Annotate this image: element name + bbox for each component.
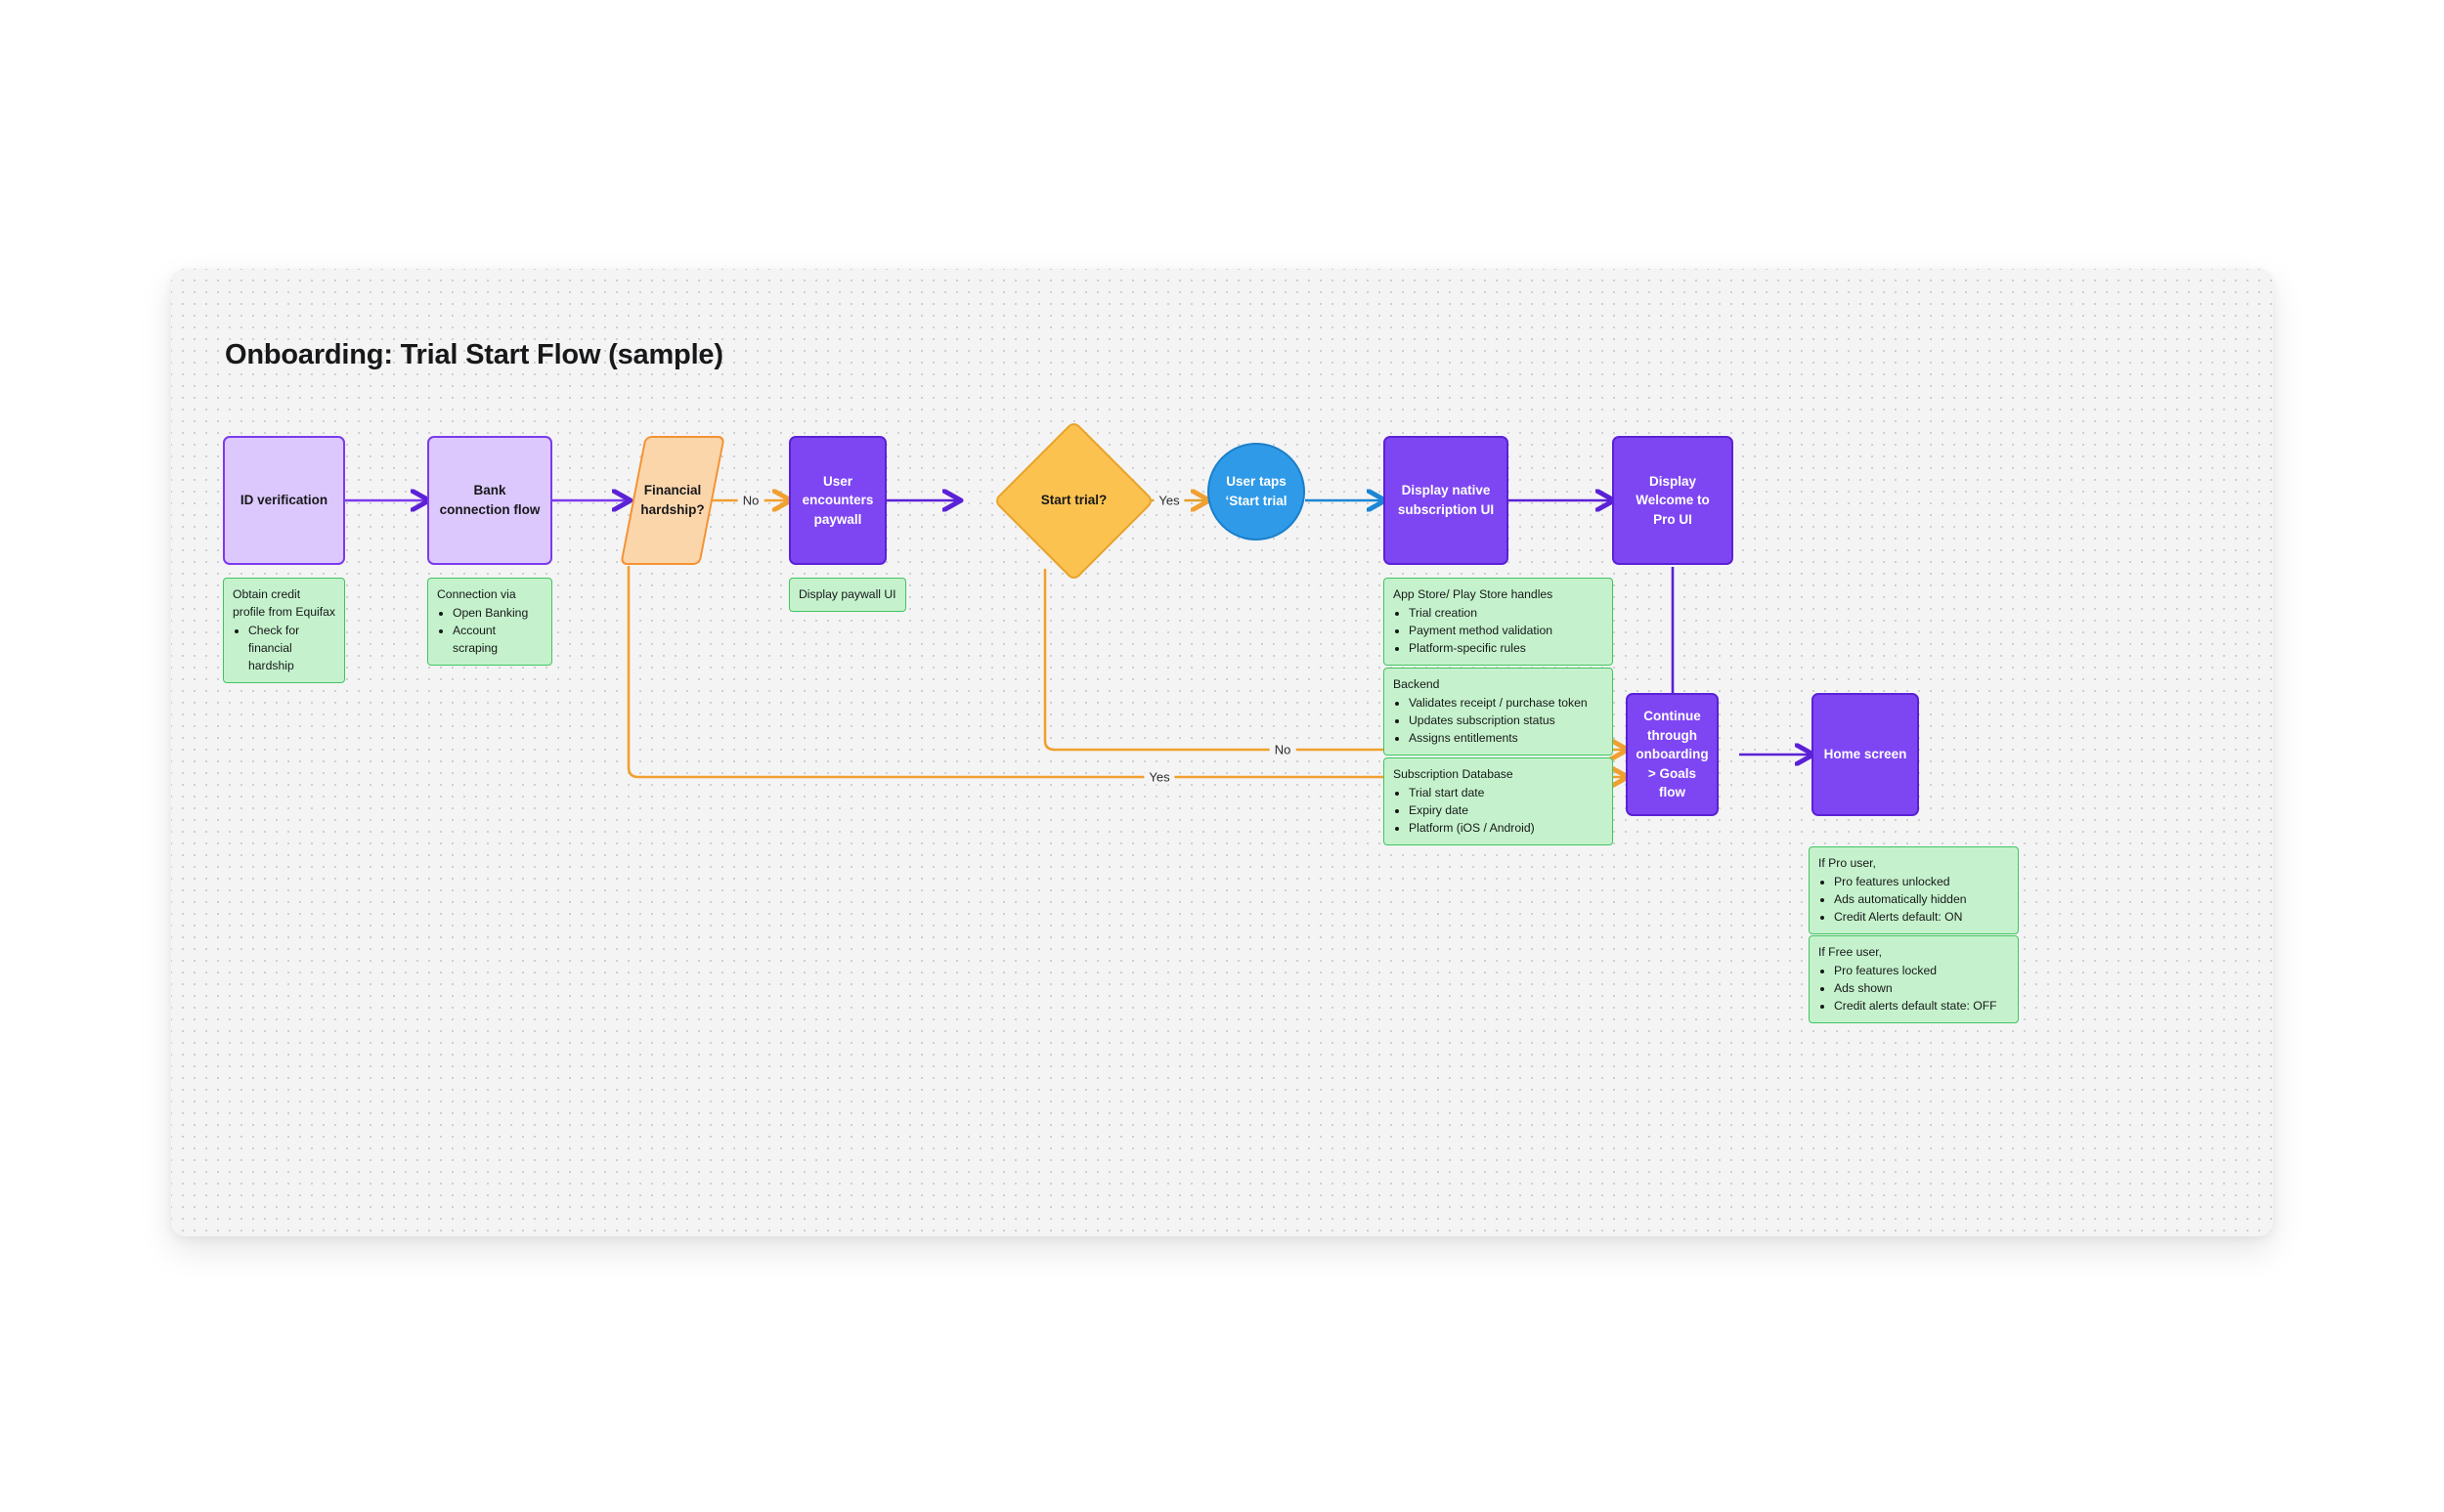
note-connection-list: Open Banking Account scraping bbox=[437, 604, 543, 657]
list-item: Payment method validation bbox=[1409, 622, 1603, 639]
node-id-verification[interactable]: ID verification bbox=[223, 436, 345, 565]
list-item: Account scraping bbox=[453, 622, 543, 657]
note-equifax-list: Check for financial hardship bbox=[233, 622, 335, 674]
note-free-user-head: If Free user, bbox=[1818, 945, 1883, 959]
list-item: Validates receipt / purchase token bbox=[1409, 694, 1603, 712]
list-item: Ads shown bbox=[1834, 979, 2009, 997]
note-backend-list: Validates receipt / purchase token Updat… bbox=[1393, 694, 1603, 747]
node-display-welcome-to-pro-ui[interactable]: Display Welcome to Pro UI bbox=[1612, 436, 1733, 565]
note-free-user: If Free user, Pro features locked Ads sh… bbox=[1809, 935, 2019, 1024]
list-item: Platform (iOS / Android) bbox=[1409, 819, 1603, 837]
list-item: Ads automatically hidden bbox=[1834, 890, 2009, 908]
note-app-store: App Store/ Play Store handles Trial crea… bbox=[1383, 578, 1613, 667]
note-equifax-head: Obtain credit profile from Equifax bbox=[233, 587, 335, 620]
list-item: Pro features unlocked bbox=[1834, 873, 2009, 890]
note-connection: Connection via Open Banking Account scra… bbox=[427, 578, 552, 667]
note-subscription-database: Subscription Database Trial start date E… bbox=[1383, 757, 1613, 846]
node-home-screen[interactable]: Home screen bbox=[1811, 693, 1919, 816]
note-connection-head: Connection via bbox=[437, 587, 516, 601]
node-display-native-subscription-ui[interactable]: Display native subscription UI bbox=[1383, 436, 1508, 565]
note-app-store-head: App Store/ Play Store handles bbox=[1393, 587, 1553, 601]
edge-label-hardship-yes: Yes bbox=[1144, 769, 1175, 785]
edge-layer bbox=[345, 269, 2273, 1236]
edge-label-starttrial-no: No bbox=[1269, 742, 1296, 757]
list-item: Assigns entitlements bbox=[1409, 729, 1603, 747]
list-item: Credit Alerts default: ON bbox=[1834, 908, 2009, 926]
list-item: Open Banking bbox=[453, 604, 543, 622]
node-user-taps-start-trial[interactable]: User taps ‘Start trial bbox=[1207, 443, 1305, 540]
edge-starttrial-no-to-continue bbox=[1043, 568, 1626, 750]
node-financial-hardship[interactable]: Financial hardship? bbox=[620, 436, 725, 565]
note-subscription-database-head: Subscription Database bbox=[1393, 767, 1513, 781]
node-continue-through-onboarding[interactable]: Continue through onboarding > Goals flow bbox=[1626, 693, 1719, 816]
list-item: Credit alerts default state: OFF bbox=[1834, 997, 2009, 1015]
note-pro-user: If Pro user, Pro features unlocked Ads a… bbox=[1809, 846, 2019, 935]
note-pro-user-list: Pro features unlocked Ads automatically … bbox=[1818, 873, 2009, 926]
note-display-paywall-ui-head: Display paywall UI bbox=[799, 587, 896, 601]
list-item: Trial creation bbox=[1409, 604, 1603, 622]
note-display-paywall-ui: Display paywall UI bbox=[789, 578, 906, 613]
edge-hardship-yes-to-continue bbox=[627, 565, 1626, 777]
node-user-encounters-paywall[interactable]: User encounters paywall bbox=[789, 436, 887, 565]
edge-label-starttrial-yes: Yes bbox=[1154, 493, 1185, 508]
node-bank-connection-flow[interactable]: Bank connection flow bbox=[427, 436, 552, 565]
note-backend: Backend Validates receipt / purchase tok… bbox=[1383, 668, 1613, 756]
note-equifax: Obtain credit profile from Equifax Check… bbox=[223, 578, 345, 684]
node-financial-hardship-label: Financial hardship? bbox=[640, 483, 705, 517]
list-item: Check for financial hardship bbox=[248, 622, 335, 674]
note-pro-user-head: If Pro user, bbox=[1818, 856, 1876, 870]
list-item: Updates subscription status bbox=[1409, 712, 1603, 729]
diagram-canvas[interactable]: Onboarding: Trial Start Flow (sample) bbox=[171, 269, 2273, 1236]
note-app-store-list: Trial creation Payment method validation… bbox=[1393, 604, 1603, 657]
note-backend-head: Backend bbox=[1393, 677, 1440, 691]
list-item: Platform-specific rules bbox=[1409, 639, 1603, 657]
list-item: Trial start date bbox=[1409, 784, 1603, 801]
note-free-user-list: Pro features locked Ads shown Credit ale… bbox=[1818, 962, 2009, 1015]
node-start-trial[interactable]: Start trial? bbox=[992, 419, 1156, 583]
page-title: Onboarding: Trial Start Flow (sample) bbox=[225, 339, 723, 370]
list-item: Pro features locked bbox=[1834, 962, 2009, 979]
list-item: Expiry date bbox=[1409, 801, 1603, 819]
note-subscription-database-list: Trial start date Expiry date Platform (i… bbox=[1393, 784, 1603, 837]
edge-label-hardship-no: No bbox=[737, 493, 764, 508]
node-start-trial-label: Start trial? bbox=[1040, 493, 1108, 508]
